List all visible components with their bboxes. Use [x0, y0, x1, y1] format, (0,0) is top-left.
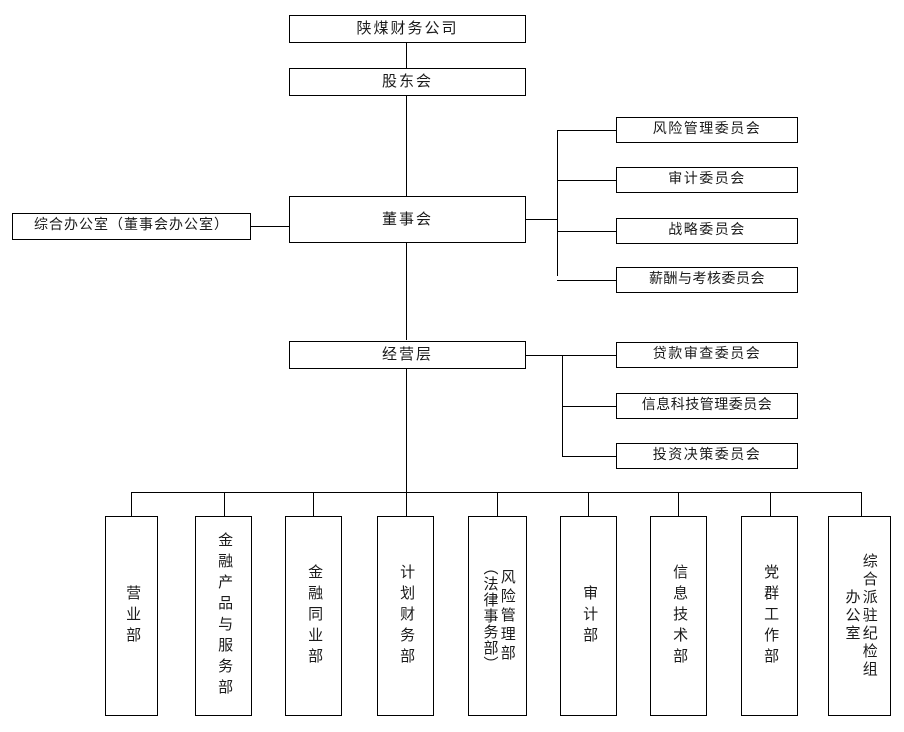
- department-drop-6: [588, 492, 589, 516]
- connector-company-shareholders: [406, 42, 407, 68]
- department-risk-management[interactable]: 风险管理部 （法律事务部）: [468, 516, 527, 716]
- connector-shareholders-board: [406, 95, 407, 196]
- connector-board-committee-stub: [525, 219, 557, 220]
- connector-board-committee-trunk: [557, 130, 558, 276]
- department-information-technology-label: 信息技术部: [671, 563, 688, 669]
- department-bus-line: [131, 492, 861, 493]
- department-drop-1: [131, 492, 132, 516]
- department-drop-3: [313, 492, 314, 516]
- connector-management-committee-2: [562, 406, 616, 407]
- connector-board-committee-2: [557, 180, 616, 181]
- connector-board-office: [250, 226, 289, 227]
- board-committee-strategy[interactable]: 战略委员会: [616, 218, 798, 244]
- department-legal-affairs-label: （法律事务部）: [481, 560, 498, 672]
- department-drop-9: [861, 492, 862, 516]
- management-committee-it-label: 信息科技管理委员会: [641, 397, 773, 413]
- node-board-office-label: 综合办公室（董事会办公室）: [34, 218, 229, 234]
- board-committee-audit-label: 审计委员会: [668, 171, 746, 187]
- board-committee-risk-label: 风险管理委员会: [652, 121, 762, 137]
- department-audit-label: 审计部: [581, 584, 598, 648]
- node-shareholders[interactable]: 股东会: [289, 68, 526, 96]
- node-board-office[interactable]: 综合办公室（董事会办公室）: [12, 213, 251, 240]
- board-committee-risk[interactable]: 风险管理委员会: [616, 117, 798, 143]
- department-discipline-inspection-label: 综合派驻纪检组: [860, 553, 877, 679]
- board-committee-strategy-label: 战略委员会: [668, 222, 746, 238]
- department-risk-management-label: 风险管理部: [498, 568, 515, 664]
- board-committee-compensation-label: 薪酬与考核委员会: [649, 271, 765, 287]
- department-party-work-label: 党群工作部: [762, 563, 779, 669]
- department-drop-2: [224, 492, 225, 516]
- connector-management-committee-trunk: [562, 355, 563, 456]
- board-committee-compensation[interactable]: 薪酬与考核委员会: [616, 267, 798, 293]
- connector-management-committee-3: [562, 456, 616, 457]
- node-shareholders-label: 股东会: [381, 74, 433, 90]
- node-company-label: 陕煤财务公司: [356, 21, 459, 37]
- department-general-office-label: 办公室: [843, 589, 860, 643]
- department-interbank-label: 金融同业部: [306, 563, 323, 669]
- node-board[interactable]: 董事会: [289, 196, 526, 243]
- management-committee-loan-review[interactable]: 贷款审查委员会: [616, 342, 798, 368]
- department-sales-label: 营业部: [124, 584, 141, 648]
- department-audit[interactable]: 审计部: [560, 516, 617, 716]
- node-board-label: 董事会: [381, 211, 433, 228]
- department-planning-finance-label: 计划财务部: [398, 563, 415, 669]
- department-interbank[interactable]: 金融同业部: [285, 516, 342, 716]
- management-committee-it[interactable]: 信息科技管理委员会: [616, 393, 798, 419]
- board-committee-audit[interactable]: 审计委员会: [616, 167, 798, 193]
- department-planning-finance[interactable]: 计划财务部: [377, 516, 434, 716]
- connector-board-committee-3: [557, 231, 616, 232]
- department-sales[interactable]: 营业部: [105, 516, 158, 716]
- connector-board-committee-4: [557, 280, 616, 281]
- node-company[interactable]: 陕煤财务公司: [289, 15, 526, 43]
- department-drop-7: [678, 492, 679, 516]
- department-financial-products-label: 金融产品与服务部: [216, 532, 233, 700]
- department-drop-5: [497, 492, 498, 516]
- node-management[interactable]: 经营层: [289, 341, 526, 369]
- management-committee-investment[interactable]: 投资决策委员会: [616, 443, 798, 469]
- node-management-label: 经营层: [381, 347, 433, 363]
- management-committee-investment-label: 投资决策委员会: [652, 447, 762, 463]
- department-drop-8: [770, 492, 771, 516]
- connector-board-management: [406, 242, 407, 340]
- connector-board-committee-1: [557, 130, 616, 131]
- department-party-work[interactable]: 党群工作部: [741, 516, 798, 716]
- department-drop-4: [406, 492, 407, 516]
- department-financial-products[interactable]: 金融产品与服务部: [195, 516, 252, 716]
- department-information-technology[interactable]: 信息技术部: [650, 516, 707, 716]
- connector-management-departments: [406, 369, 407, 492]
- department-general-office[interactable]: 综合派驻纪检组 办公室: [828, 516, 891, 716]
- connector-management-committee-1: [525, 355, 616, 356]
- management-committee-loan-review-label: 贷款审查委员会: [652, 346, 762, 362]
